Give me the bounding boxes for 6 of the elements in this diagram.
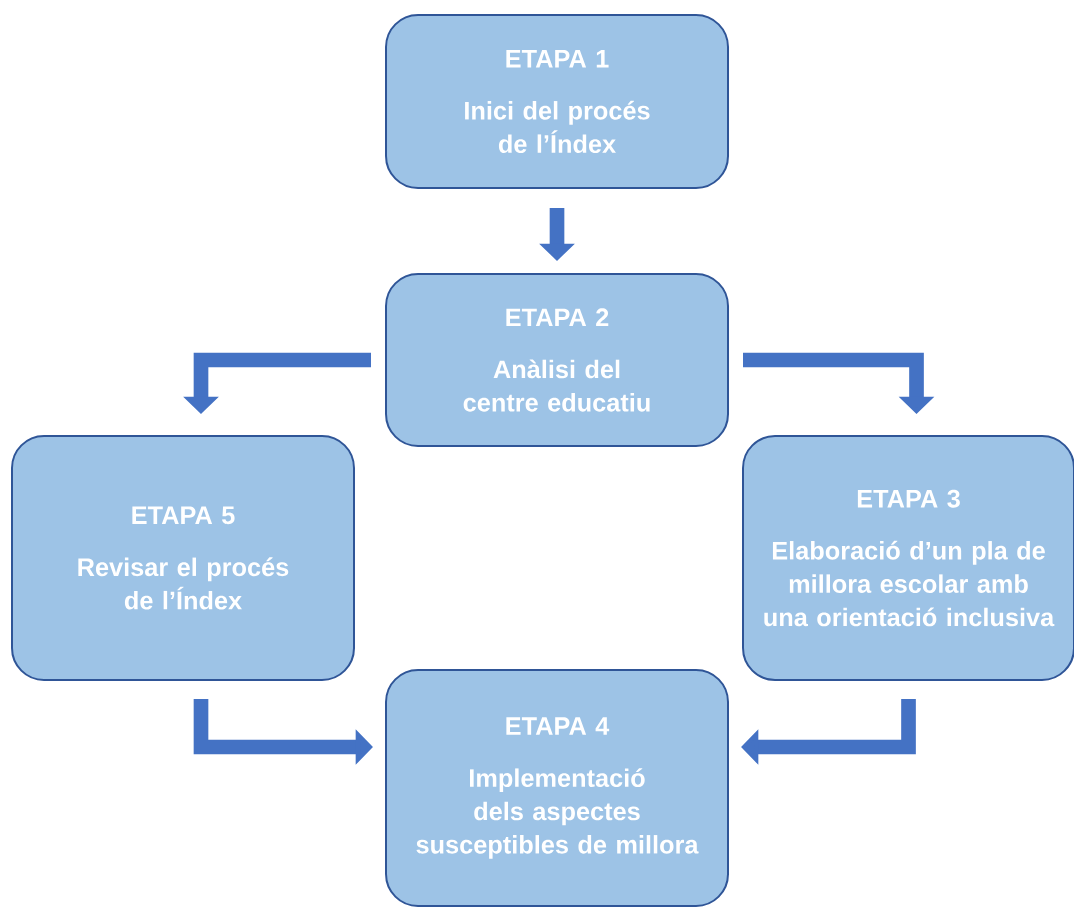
stage-box: ETAPA 2 Anàlisi del centre educatiu [385, 273, 729, 447]
block-arrow [743, 352, 935, 414]
stage-box: ETAPA 3 Elaboració d’un pla de millora escolar amb una orientació inclusiva [742, 435, 1074, 681]
stage-box: ETAPA 1 Inici del procés de l’Índex [385, 14, 729, 189]
stage-box: ETAPA 5 Revisar el procés de l’Índex [11, 435, 355, 681]
stage-box: ETAPA 4 Implementació dels aspectes susceptibles de millora [385, 669, 729, 907]
